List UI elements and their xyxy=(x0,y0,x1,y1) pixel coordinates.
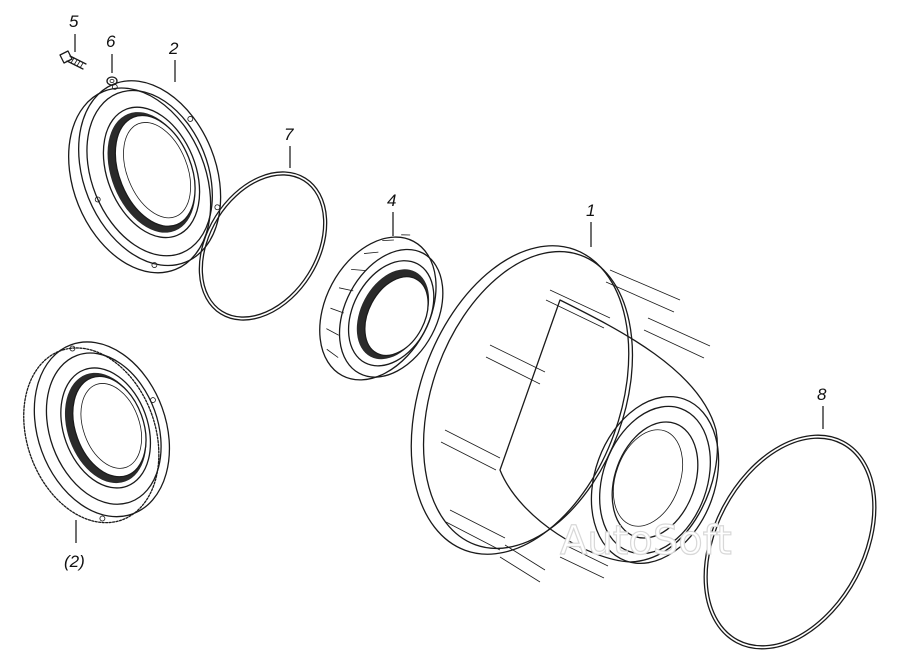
bearing-callout: 4 xyxy=(387,191,396,210)
washer-callout: 6 xyxy=(106,32,116,51)
large-oring-part[interactable] xyxy=(669,406,900,672)
bolt-callout: 5 xyxy=(69,12,79,31)
large-oring-callout: 8 xyxy=(817,385,827,404)
small-oring-callout: 7 xyxy=(284,125,294,144)
hub-part[interactable] xyxy=(371,215,740,584)
bearing-part[interactable] xyxy=(296,213,468,403)
small-oring-part[interactable] xyxy=(173,148,353,343)
bolt-part[interactable] xyxy=(59,50,87,70)
cover-callout: 2 xyxy=(168,39,179,58)
cover-alt-callout: (2) xyxy=(64,552,85,571)
cover-alt-part[interactable] xyxy=(0,323,193,542)
watermark: AutoSoft xyxy=(560,518,732,564)
cover-part[interactable] xyxy=(41,59,248,294)
hub-callout: 1 xyxy=(586,201,595,220)
